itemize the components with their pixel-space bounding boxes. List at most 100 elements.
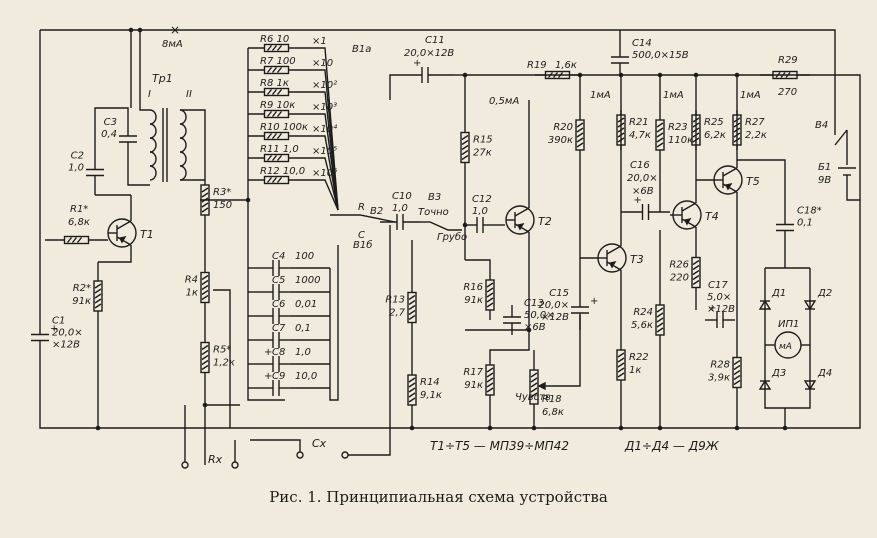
emitter-arrow [683, 218, 692, 226]
resistor-hatch [271, 155, 278, 161]
wire [429, 221, 462, 231]
components-layer [31, 43, 856, 469]
resistor-r5 [200, 325, 210, 390]
range-resistor-label: R12 10,0 [260, 166, 305, 177]
component-name: C8 [272, 347, 285, 358]
resistor-hatch [617, 117, 625, 123]
transistor-t1 [107, 218, 137, 248]
resistor-body [485, 279, 495, 311]
resistor-body [407, 291, 417, 324]
component-value: 4,7к [629, 130, 651, 141]
capacitor-c17 [705, 312, 735, 328]
resistor-r27 [732, 110, 742, 150]
emitter-arrow [724, 183, 733, 191]
resistor-hatch [201, 344, 209, 351]
capacitor-c9 [262, 380, 290, 396]
resistor-hatch [94, 303, 102, 309]
component-value: 1,0 [392, 203, 408, 214]
resistor-r9 [248, 109, 305, 119]
resistor-hatch [94, 288, 102, 294]
terminal-rx-label: Rx [208, 453, 223, 466]
resistor-hatch [201, 197, 209, 203]
component-name: C14 [632, 38, 652, 49]
component-value: 390к [548, 135, 573, 146]
transformer-tr1 [149, 108, 187, 182]
wiper-arrow [537, 381, 546, 391]
junction-dot [734, 72, 740, 78]
resistor-body [263, 153, 290, 163]
resistor-r21 [616, 110, 626, 150]
resistor-hatch [530, 382, 538, 388]
capacitor-c13 [503, 305, 521, 335]
component-value: 5,6к [631, 320, 653, 331]
component-value: ×6В [524, 322, 546, 333]
resistor-body [263, 175, 290, 185]
resistor-hatch [576, 137, 584, 143]
resistor-hatch [656, 322, 664, 328]
polarity-mark: + [264, 371, 272, 382]
current-label-1ma-a: 1мА [590, 90, 611, 101]
capacitor-c7 [262, 332, 290, 348]
component-name: R18 [542, 394, 562, 405]
resistor-hatch [271, 111, 278, 117]
resistor-hatch [557, 72, 564, 78]
component-value: ×12В [707, 304, 735, 315]
capacitor-c12 [465, 217, 495, 233]
resistor-hatch [576, 122, 584, 128]
resistor-hatch [617, 367, 625, 373]
resistor-hatch [617, 132, 625, 138]
wire [250, 439, 301, 455]
resistor-hatch [276, 111, 283, 117]
wire [98, 245, 132, 263]
transistor-t2 [505, 205, 535, 235]
terminal-rx-2 [231, 461, 239, 469]
component-value: 3,9к [708, 373, 730, 384]
resistor-hatch [547, 72, 554, 78]
resistor-hatch [617, 137, 625, 143]
resistor-body [263, 43, 290, 53]
component-name: R22 [629, 352, 649, 363]
resistor-hatch [486, 382, 494, 388]
component-name: C9 [272, 371, 285, 382]
resistor-r1 [45, 235, 108, 245]
wire [545, 315, 581, 387]
component-value: 91к [72, 296, 91, 307]
resistor-hatch [530, 377, 538, 383]
junction-dot [202, 402, 208, 408]
component-name: C7 [272, 323, 286, 334]
resistor-hatch [201, 192, 209, 198]
polarity-mark: + [50, 324, 58, 335]
resistor-hatch [408, 314, 416, 321]
component-value: 91к [464, 295, 483, 306]
wire [213, 289, 231, 428]
transformer-label: Тр1 [152, 72, 173, 85]
resistor-hatch [271, 133, 278, 139]
resistor-hatch [486, 302, 494, 308]
transistor-emitter [606, 261, 622, 271]
component-name: R29 [778, 55, 798, 66]
resistor-hatch [530, 392, 538, 398]
component-name: R23 [668, 122, 688, 133]
component-name: C2 [71, 151, 84, 162]
component-name: R20 [553, 122, 573, 133]
component-value: 100 [295, 251, 314, 262]
meter-name: ИП1 [778, 319, 799, 330]
capacitor-c2 [86, 150, 104, 195]
switch-coarse-label: Грубо [437, 231, 467, 243]
resistor-hatch [461, 154, 469, 161]
wire [94, 107, 129, 150]
resistor-hatch [201, 207, 209, 213]
capacitor-c14 [611, 45, 629, 75]
resistor-hatch [656, 307, 664, 313]
switch-b1b-label: B1б [353, 239, 372, 251]
junction-dot [137, 27, 143, 33]
component-name: R2* [73, 283, 91, 294]
resistor-hatch [201, 354, 209, 361]
resistor-body [93, 280, 103, 312]
resistor-r15 [460, 130, 470, 165]
resistor-r3 [200, 175, 210, 225]
component-name: R13 [385, 295, 405, 306]
resistor-body [263, 65, 290, 75]
diode-d4 [803, 380, 817, 391]
wire [764, 268, 811, 409]
